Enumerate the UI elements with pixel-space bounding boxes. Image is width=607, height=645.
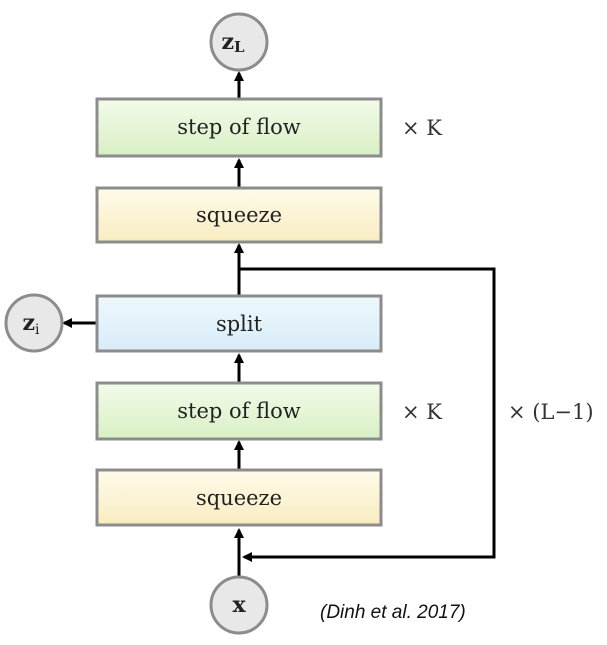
svg-text:zL: zL <box>221 29 245 56</box>
mid-step-of-flow-block: step of flow <box>95 381 383 441</box>
top-squeeze-label: squeeze <box>196 203 282 227</box>
top-step-multiplier: × K <box>402 116 442 140</box>
citation: (Dinh et al. 2017) <box>320 602 466 623</box>
top-step-of-flow-label: step of flow <box>177 115 301 139</box>
z-i-subscript: i <box>35 322 40 338</box>
mid-step-multiplier: × K <box>402 400 442 424</box>
node-x: x <box>209 575 269 635</box>
top-squeeze-block: squeeze <box>95 186 383 244</box>
node-z-L: zL <box>209 12 269 72</box>
mid-step-of-flow-label: step of flow <box>177 399 301 423</box>
z-L-subscript: L <box>234 38 245 56</box>
bottom-squeeze-label: squeeze <box>196 486 282 510</box>
svg-text:zi: zi <box>23 310 41 338</box>
z-L-label: z <box>221 29 234 55</box>
loop-connector <box>239 267 496 562</box>
x-label: x <box>232 592 246 618</box>
node-z-i: zi <box>4 293 64 353</box>
split-label: split <box>216 312 263 336</box>
loop-multiplier: × (L−1) <box>508 400 594 424</box>
z-i-label: z <box>23 310 36 336</box>
bottom-squeeze-block: squeeze <box>95 468 383 527</box>
top-step-of-flow-block: step of flow <box>95 97 383 158</box>
split-block: split <box>95 294 383 353</box>
